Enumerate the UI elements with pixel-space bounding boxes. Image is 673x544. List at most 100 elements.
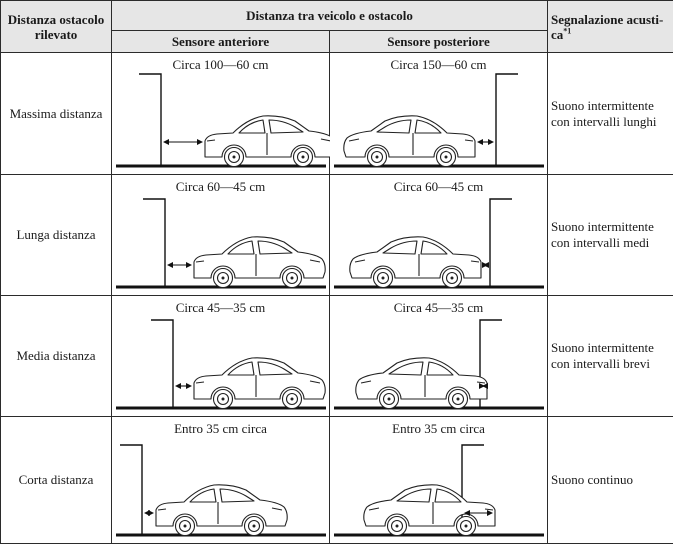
car-window-front: [382, 240, 418, 255]
signal-line-1: Suono intermittente: [551, 219, 654, 234]
car-wheel-rim: [376, 271, 390, 285]
front-sensor-diagram: [116, 198, 326, 289]
rear-sensor-diagram: [334, 444, 544, 537]
car: [349, 236, 482, 289]
front-distance-caption: Circa 60—45 cm: [175, 179, 266, 194]
car-wheel-hub: [290, 397, 294, 401]
car-wheel-hub: [456, 397, 460, 401]
distance-arrowhead: [175, 383, 181, 389]
distance-arrowhead: [479, 383, 485, 389]
car-headlight: [354, 259, 366, 263]
rear-diagram-cell: Circa 60—45 cm: [328, 174, 549, 296]
car-wheel-rim: [439, 150, 453, 164]
car-wheel-hub: [381, 276, 385, 280]
car-headlight: [271, 507, 283, 511]
rear-diagram-cell: Circa 45—35 cm: [328, 295, 549, 417]
car-wheel-rim: [370, 150, 384, 164]
car-wheel-hub: [301, 155, 305, 159]
car-wheel-rim: [285, 271, 299, 285]
car-taillight: [476, 381, 486, 384]
car-wheel-rim: [216, 271, 230, 285]
header-vehicle-obstacle-distance: Distanza tra veicolo e ostacolo: [110, 0, 549, 31]
distance-arrowhead: [477, 139, 483, 145]
car-window-rear: [434, 488, 462, 503]
rear-diagram-cell: Entro 35 cm circa: [328, 416, 549, 544]
rear-distance-caption: Entro 35 cm circa: [392, 421, 485, 436]
car-body: [193, 236, 326, 279]
car-wheel-hub: [221, 276, 225, 280]
car-wheel-rim: [296, 150, 310, 164]
car-wheel-hub: [290, 276, 294, 280]
header-rear-sensor: Sensore posteriore: [328, 30, 549, 53]
car-window-front: [376, 119, 412, 134]
car-wheel-rim: [216, 392, 230, 406]
car-body: [193, 357, 326, 400]
obstacle-wall: [120, 444, 143, 535]
distance-arrowhead: [197, 139, 203, 145]
car-taillight: [195, 381, 205, 384]
car-body: [355, 357, 488, 400]
car: [193, 357, 326, 410]
car: [343, 115, 476, 168]
rear-distance-caption: Circa 60—45 cm: [393, 179, 484, 194]
header-distance-detected: Distanza ostacolo rilevato: [0, 0, 112, 53]
distance-arrowhead: [186, 262, 192, 268]
car-window-rear: [227, 361, 255, 376]
signal-description: Suono intermittente con intervalli brevi: [547, 295, 673, 417]
car-wheel-hub: [395, 524, 399, 528]
rear-sensor-diagram: [334, 73, 544, 168]
car-window-front: [268, 119, 304, 134]
distance-arrowhead: [186, 383, 192, 389]
car-wheel-rim: [382, 392, 396, 406]
car-window-rear: [426, 361, 454, 376]
car-taillight: [206, 139, 216, 142]
car-wheel-hub: [375, 155, 379, 159]
car-headlight: [348, 138, 360, 142]
car-headlight: [368, 507, 380, 511]
signal-line-2: con intervalli brevi: [551, 356, 650, 371]
car-window-rear: [227, 240, 255, 255]
car-wheel-rim: [178, 519, 192, 533]
rear-distance-caption: Circa 45—35 cm: [393, 300, 484, 315]
obstacle-wall: [143, 198, 166, 287]
car-headlight: [309, 380, 321, 384]
obstacle-wall: [151, 319, 174, 408]
car-wheel-hub: [232, 155, 236, 159]
obstacle-wall: [489, 198, 512, 287]
car-wheel-hub: [444, 155, 448, 159]
car-wheel-hub: [387, 397, 391, 401]
car-taillight: [157, 508, 167, 511]
footnote-marker: *1: [563, 26, 572, 36]
row-label: Media distanza: [0, 295, 112, 417]
table-row: Media distanza Circa 45—35 cm Circa 45—3…: [0, 295, 673, 417]
car-taillight: [464, 139, 474, 142]
row-label: Lunga distanza: [0, 174, 112, 296]
car-wheel-hub: [183, 524, 187, 528]
distance-arrowhead: [488, 139, 494, 145]
obstacle-wall: [495, 73, 518, 166]
car-wheel-rim: [227, 150, 241, 164]
car-wheel-hub: [450, 276, 454, 280]
car-window-front: [396, 488, 432, 503]
signal-description: Suono intermittente con intervalli medi: [547, 174, 673, 296]
front-distance-caption: Circa 45—35 cm: [175, 300, 266, 315]
car-taillight: [470, 260, 480, 263]
car-taillight: [195, 260, 205, 263]
signal-line-2: con intervalli medi: [551, 235, 650, 250]
row-label: Massima distanza: [0, 52, 112, 175]
car-wheel-rim: [285, 392, 299, 406]
car-window-rear: [189, 488, 217, 503]
car-wheel-rim: [247, 519, 261, 533]
signal-description: Suono continuo: [547, 416, 673, 544]
car-body: [155, 484, 288, 527]
front-sensor-diagram: [116, 444, 326, 537]
rear-diagram-cell: Circa 150—60 cm: [328, 52, 549, 175]
car-window-rear: [414, 119, 442, 134]
front-diagram-cell: Circa 100—60 cm: [111, 52, 330, 175]
car-wheel-rim: [459, 519, 473, 533]
front-distance-caption: Entro 35 cm circa: [174, 421, 267, 436]
car: [193, 236, 326, 289]
table-row: Massima distanza Circa 100—60 cm Circa 1…: [0, 52, 673, 175]
signal-line-1: Suono intermittente: [551, 340, 654, 355]
car-body: [349, 236, 482, 279]
